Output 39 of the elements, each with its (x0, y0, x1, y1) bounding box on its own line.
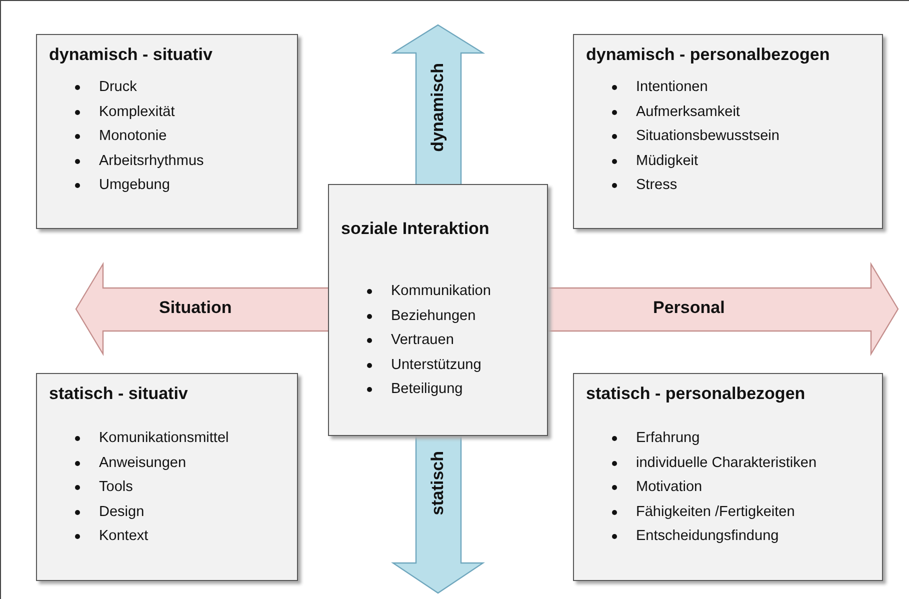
bullet-item: Monotonie (99, 128, 167, 144)
bullet-item: Kommunikation (391, 283, 491, 299)
bullet-item: Motivation (636, 479, 702, 495)
bullet-item: Arbeitsrhythmus (99, 152, 204, 168)
box-heading: dynamisch - situativ (49, 45, 212, 65)
bullet-item: individuelle Charakteristiken (636, 454, 817, 470)
bullet-item: Anweisungen (99, 454, 186, 470)
bullet-item: Beteiligung (391, 381, 463, 397)
category-box (328, 184, 548, 436)
bullet-item: Beziehungen (391, 308, 476, 324)
bullet-item: Vertrauen (391, 332, 454, 348)
bullet-item: Aufmerksamkeit (636, 104, 740, 120)
bullet-item: Kontext (99, 528, 148, 544)
bullet-item: Tools (99, 479, 133, 495)
bullet-item: Design (99, 504, 144, 520)
bullet-item: Stress (636, 177, 678, 193)
category-box (573, 373, 883, 581)
bullet-item: Müdigkeit (636, 152, 698, 168)
axis-label: Situation (159, 298, 232, 318)
bullet-item: Erfahrung (636, 430, 700, 446)
box-heading: dynamisch - personalbezogen (586, 45, 830, 65)
box-heading: soziale Interaktion (341, 219, 490, 239)
bullet-item: Entscheidungsfindung (636, 528, 779, 544)
bullet-item: Situationsbewusstsein (636, 128, 780, 144)
axis-label: statisch (428, 451, 448, 516)
axis-label: dynamisch (428, 63, 448, 152)
category-box (36, 34, 298, 229)
category-box (573, 34, 883, 229)
category-box (36, 373, 298, 581)
box-heading: statisch - personalbezogen (586, 384, 806, 404)
bullet-item: Druck (99, 79, 137, 95)
bullet-item: Komplexität (99, 104, 175, 120)
bullet-item: Fähigkeiten /Fertigkeiten (636, 504, 795, 520)
box-heading: statisch - situativ (49, 384, 188, 404)
bullet-item: Unterstützung (391, 356, 482, 372)
bullet-item: Umgebung (99, 177, 170, 193)
bullet-item: Komunikationsmittel (99, 430, 229, 446)
bullet-item: Intentionen (636, 79, 708, 95)
axis-label: Personal (653, 298, 725, 318)
